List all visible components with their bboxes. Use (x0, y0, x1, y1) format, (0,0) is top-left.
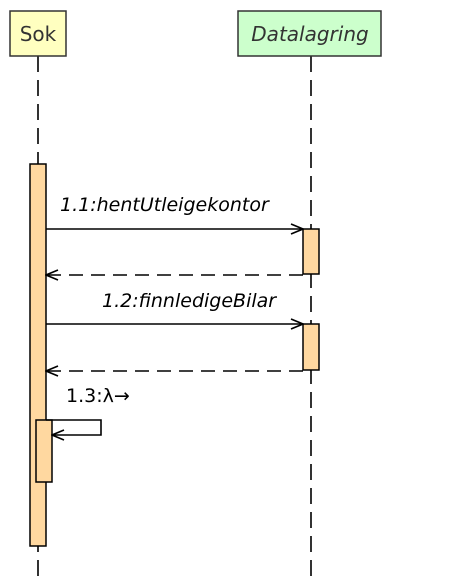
participant-datalagring-label: Datalagring (251, 22, 368, 46)
participant-sok-box (9, 10, 67, 57)
activation-datalagring-2 (302, 323, 320, 371)
participant-sok[interactable]: Sok (9, 10, 67, 57)
participant-sok-label: Sok (20, 22, 57, 46)
message-label-self-call: 1.3:λ→ (66, 385, 130, 407)
participant-datalagring[interactable]: Datalagring (237, 10, 382, 57)
message-label-hentutleigekontor: 1.1:hentUtleigekontor (60, 194, 270, 216)
activation-sok-self (35, 419, 53, 483)
activation-sok-main (29, 163, 47, 547)
message-arrow-self-call (46, 419, 102, 435)
participant-datalagring-box (237, 10, 382, 57)
activation-datalagring-1 (302, 228, 320, 275)
message-label-finnledigebilar: 1.2:finnledigeBilar (102, 290, 277, 312)
